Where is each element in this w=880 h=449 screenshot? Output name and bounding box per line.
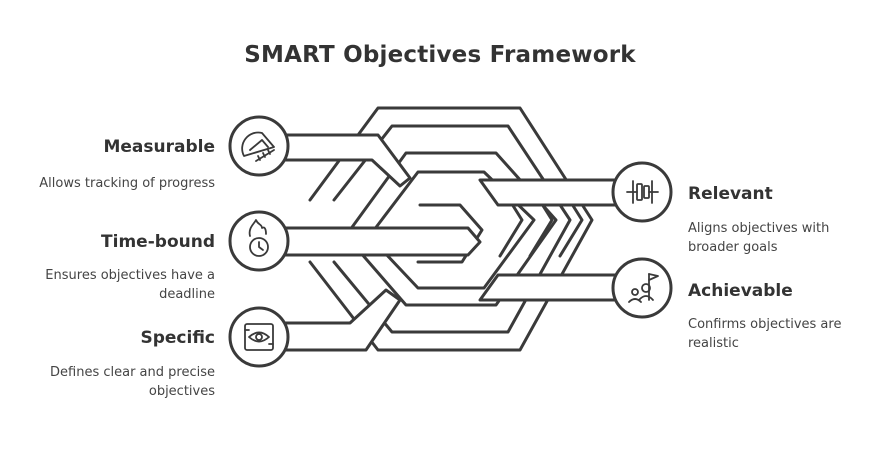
specific-label: Specific xyxy=(140,328,215,348)
alignment-icon xyxy=(626,180,659,204)
relevant-desc: Aligns objectives with broader goals xyxy=(688,221,830,255)
timebound-arm xyxy=(268,226,482,257)
measurable-node xyxy=(228,115,290,177)
outer-band xyxy=(308,106,594,352)
relevant-arm xyxy=(478,178,627,207)
protractor-icon xyxy=(241,131,275,162)
specific-node xyxy=(228,306,290,368)
achievable-arm xyxy=(478,273,627,302)
achievable-desc: Confirms objectives are realistic xyxy=(688,317,842,351)
relevant-label: Relevant xyxy=(688,184,773,204)
middle-band xyxy=(348,151,558,307)
clock-fire-icon xyxy=(248,219,269,257)
specific-desc: Defines clear and precise objectives xyxy=(50,365,215,399)
goal-flag-icon xyxy=(628,273,659,303)
measurable-desc: Allows tracking of progress xyxy=(39,176,215,191)
eye-focus-icon xyxy=(244,323,274,351)
achievable-label: Achievable xyxy=(688,281,793,301)
specific-arm xyxy=(268,288,402,352)
diagram-title: SMART Objectives Framework xyxy=(244,42,636,68)
timebound-node xyxy=(228,210,290,272)
inner-band xyxy=(416,203,484,264)
timebound-desc: Ensures objectives have a deadline xyxy=(45,268,215,302)
measurable-label: Measurable xyxy=(103,137,215,157)
timebound-label: Time-bound xyxy=(101,232,215,252)
